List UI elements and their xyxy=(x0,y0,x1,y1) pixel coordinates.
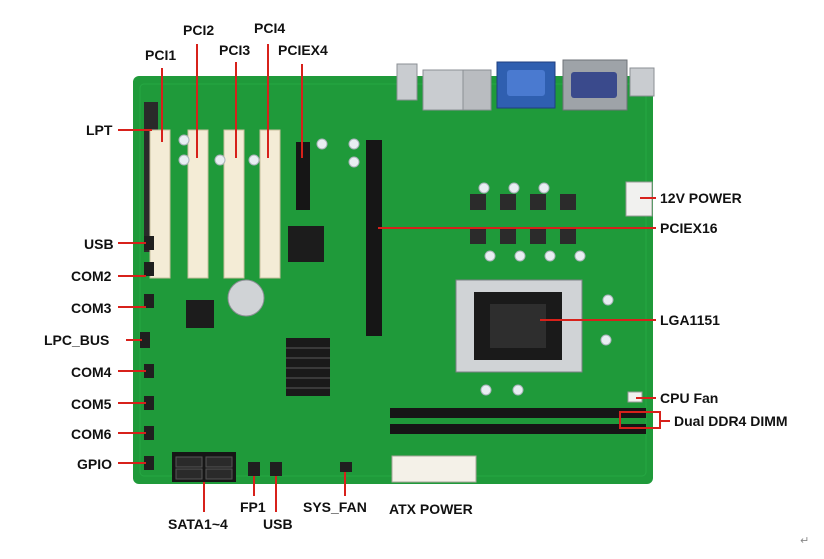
com-connector-face xyxy=(571,72,617,98)
pciex16-slot xyxy=(366,140,382,336)
label-pci4: PCI4 xyxy=(254,20,286,36)
atx-power-connector xyxy=(391,455,477,483)
label-lga1151: LGA1151 xyxy=(660,312,720,328)
label-com2: COM2 xyxy=(71,268,112,284)
label-dual-ddr4: Dual DDR4 DIMM xyxy=(674,413,788,429)
label-com5: COM5 xyxy=(71,396,112,412)
rear-io-lan xyxy=(422,69,464,111)
rear-io-lan2 xyxy=(462,69,492,111)
label-com3: COM3 xyxy=(71,300,112,316)
pci4-slot xyxy=(259,129,281,279)
pci1-slot xyxy=(149,129,171,279)
label-lpc-bus: LPC_BUS xyxy=(44,332,110,348)
label-usb-left: USB xyxy=(84,236,114,252)
label-pci3: PCI3 xyxy=(219,42,251,58)
sata-ports xyxy=(175,456,233,480)
capacitors xyxy=(178,134,614,396)
label-pciex4: PCIEX4 xyxy=(278,42,328,58)
label-lpt: LPT xyxy=(86,122,113,138)
usb-bottom-header xyxy=(270,462,282,476)
label-atx-power: ATX POWER xyxy=(389,501,473,517)
label-sata: SATA1~4 xyxy=(168,516,228,532)
label-fp1: FP1 xyxy=(240,499,266,515)
label-pciex16: PCIEX16 xyxy=(660,220,718,236)
vrm-chokes xyxy=(470,194,576,244)
fp1-header xyxy=(248,462,260,476)
pciex4-slot xyxy=(296,142,310,210)
super-io-chip xyxy=(186,300,214,328)
io-chip xyxy=(288,226,324,262)
leader-lines xyxy=(118,44,670,512)
ddr4-dimm-1 xyxy=(390,408,646,418)
label-cpu-fan: CPU Fan xyxy=(660,390,719,406)
vga-connector-face xyxy=(507,70,545,96)
rear-io-usb2 xyxy=(629,67,655,97)
label-sys-fan: SYS_FAN xyxy=(303,499,367,515)
lga1151-socket-core xyxy=(490,304,546,348)
left-headers xyxy=(140,236,154,470)
rear-io-usb xyxy=(396,63,418,101)
label-pci2: PCI2 xyxy=(183,22,215,38)
heatsink-fins xyxy=(286,347,330,389)
sys-fan-header xyxy=(340,462,352,472)
label-12v-power: 12V POWER xyxy=(660,190,742,206)
label-gpio: GPIO xyxy=(77,456,113,472)
label-usb-bottom: USB xyxy=(263,516,293,532)
label-pci1: PCI1 xyxy=(145,47,177,63)
label-com4: COM4 xyxy=(71,364,112,380)
pci3-slot xyxy=(223,129,245,279)
cmos-battery xyxy=(227,279,265,317)
ddr4-dimm-2 xyxy=(390,424,646,434)
label-com6: COM6 xyxy=(71,426,112,442)
return-mark: ↵ xyxy=(800,534,810,547)
